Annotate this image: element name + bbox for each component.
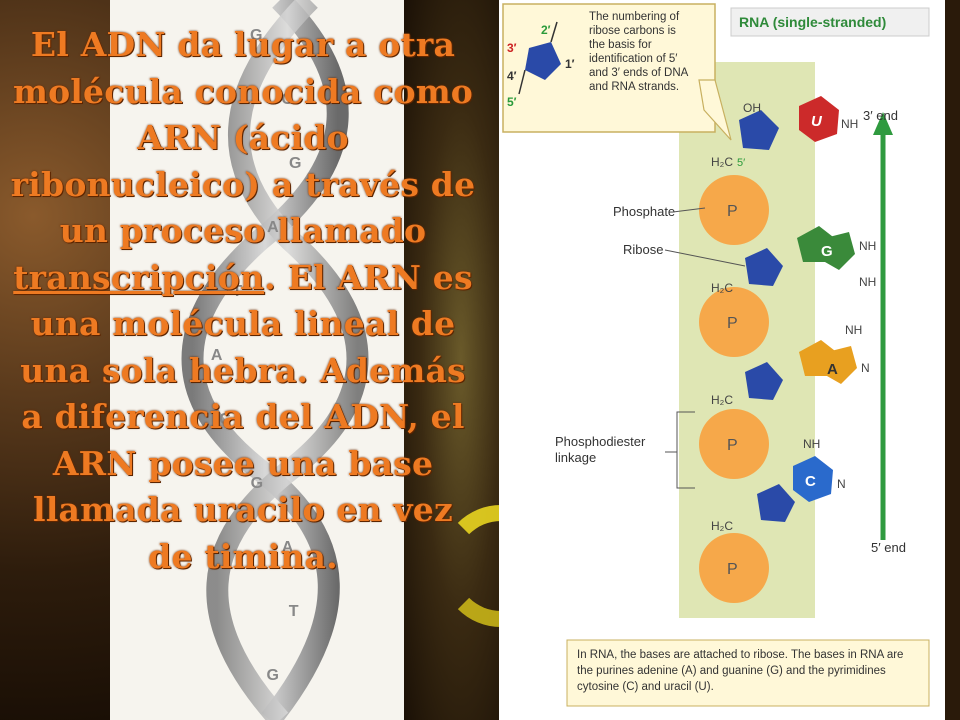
svg-text:P: P (727, 561, 738, 578)
inset-note: The numbering of ribose carbons is the bas… (589, 11, 689, 93)
phosphate-group-4: P (699, 533, 769, 603)
label-3-prime-end: 3′ end (863, 108, 898, 123)
dna-base-letter: T (232, 283, 242, 300)
dna-helix-illustration: G C G A T A C G A T G (181, 0, 369, 720)
label-ribose: Ribose (623, 242, 663, 257)
ribose-1 (739, 110, 779, 150)
phosphate-group-1: P (699, 175, 769, 245)
label-h2c-2: H₂C (711, 281, 733, 295)
base-adenine: A NH N (799, 323, 870, 384)
bottom-note: In RNA, the bases are attached to ribose… (577, 649, 903, 693)
base-cytosine: C NH N (793, 437, 846, 502)
svg-text:NH: NH (803, 437, 820, 451)
ribose-3 (745, 362, 783, 400)
caption-part-1: El ADN da lugar a otra molécula conocida… (10, 25, 476, 250)
rna-structure-diagram: RNA (single-stranded) 2′ 3′ 4′ 1′ 5′ The… (502, 3, 930, 707)
arrow-head-icon (873, 112, 893, 135)
inset-ribose-ring (525, 42, 561, 80)
base-letter-U: U (811, 113, 823, 130)
text-line: the purines adenine (A) and guanine (G) … (577, 665, 886, 677)
inset-number-2: 2′ (541, 23, 551, 37)
bottom-note-box (566, 639, 930, 707)
phosphate-group-3: P (699, 409, 769, 479)
label-h2c-4: H₂C (711, 519, 733, 533)
ribose-2 (745, 248, 783, 286)
svg-text:NH: NH (841, 117, 858, 131)
background-texture-right (945, 0, 960, 720)
dna-base-letter: A (267, 219, 279, 236)
text-line: cytosine (C) and uracil (U). (577, 681, 714, 693)
label-5-prime: 5′ (737, 157, 745, 169)
svg-text:P: P (727, 437, 738, 454)
label-5-prime-end: 5′ end (871, 540, 906, 555)
caption-underlined-term: transcripción (13, 257, 265, 297)
dna-base-letter: T (289, 603, 299, 620)
base-letter-G: G (821, 243, 833, 260)
text-line: Phosphodiester (555, 434, 646, 449)
svg-text:NH: NH (859, 239, 876, 253)
dna-base-letter: G (289, 155, 301, 172)
dna-base-letter: G (250, 27, 262, 44)
dna-strand-b (206, 0, 369, 720)
svg-text:P: P (727, 203, 738, 220)
dna-base-letter: G (251, 475, 263, 492)
svg-text:P: P (727, 315, 738, 332)
label-oh: OH (743, 101, 761, 115)
text-line: and 3′ ends of DNA (589, 67, 689, 79)
base-guanine: G NH NH (797, 226, 876, 289)
background-texture-left (0, 0, 110, 720)
text-line: and RNA strands. (589, 81, 679, 93)
base-letter-A: A (827, 361, 838, 378)
svg-text:In RNA, the bases are attached: In RNA, the bases are attached to ribose… (577, 649, 903, 693)
phosphate-group-2: P (699, 287, 769, 357)
caption-part-2: . El ARN es una molécula lineal de una s… (20, 257, 473, 576)
ribose-4 (757, 484, 795, 522)
dna-base-letter: C (281, 91, 293, 108)
inset-callout-pointer (698, 79, 732, 141)
text-line: ribose carbons is (589, 25, 676, 37)
svg-text:N: N (861, 361, 870, 375)
text-line: In RNA, the bases are attached to ribose… (577, 649, 903, 661)
figure-title-bar (730, 7, 930, 37)
text-line: linkage (555, 450, 596, 465)
inset-number-4: 4′ (507, 69, 517, 83)
base-uracil: U NH (799, 96, 858, 142)
inset-number-5: 5′ (507, 95, 517, 109)
base-letter-C: C (805, 473, 816, 490)
slide-caption: El ADN da lugar a otra molécula conocida… (8, 22, 478, 580)
figure-title: RNA (single-stranded) (739, 14, 886, 30)
svg-text:NH: NH (859, 275, 876, 289)
inset-number-1: 1′ (565, 57, 575, 71)
text-line: The numbering of (589, 11, 680, 23)
svg-text:NH: NH (845, 323, 862, 337)
dna-base-letters: G C G A T A C G A T G (211, 27, 302, 684)
dna-base-letter: A (211, 347, 223, 364)
inset-number-3: 3′ (507, 41, 517, 55)
dna-base-letter: A (282, 539, 294, 556)
label-phosphate: Phosphate (613, 204, 675, 219)
dna-strand-a (181, 0, 349, 720)
dna-base-letter: C (219, 411, 231, 428)
dna-base-letter: G (266, 667, 278, 684)
label-h2c-1: H₂C (711, 155, 733, 169)
svg-text:N: N (837, 477, 846, 491)
text-line: the basis for (589, 39, 652, 51)
text-line: identification of 5′ (589, 53, 677, 65)
label-h2c-3: H₂C (711, 393, 733, 407)
